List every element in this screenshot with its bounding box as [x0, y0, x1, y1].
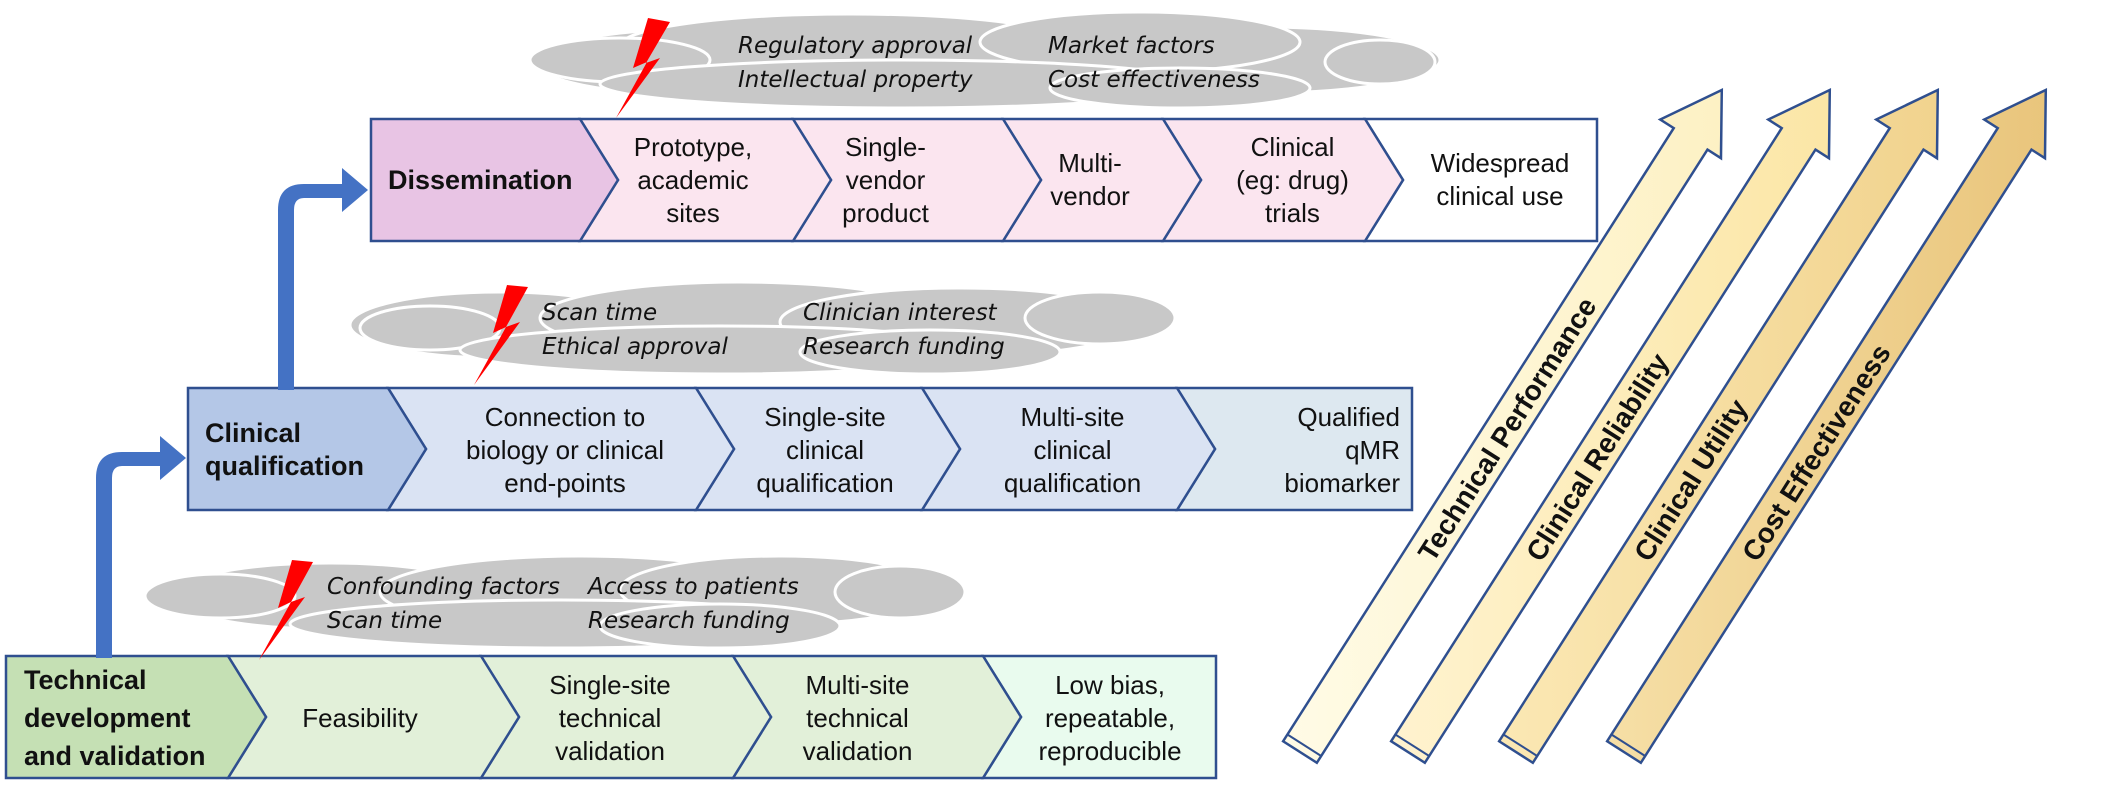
lightning-icon	[616, 18, 670, 118]
step-single-site-clinical-qualification: Single-site clinical qualification	[756, 401, 894, 498]
barrier-text: Access to patients Research funding	[588, 574, 799, 634]
barrier-cloud-technical	[143, 554, 967, 650]
stage-title-technical-development: Technical development and validation	[24, 665, 206, 771]
dimension-arrow	[1389, 87, 1832, 765]
step-clinical-trials: Clinical (eg: drug) trials	[1236, 131, 1349, 228]
dissemination-stage-header	[369, 117, 620, 243]
step-widespread-clinical-use: Widespread clinical use	[1430, 148, 1570, 211]
step-multi-vendor: Multi- vendor	[1050, 148, 1130, 211]
lightning-icon	[474, 285, 528, 385]
step-qualified-qmr-biomarker: Qualified qMR biomarker	[1284, 401, 1400, 498]
barrier-text: Confounding factors Scan time	[327, 574, 560, 634]
step-feasibility: Feasibility	[302, 702, 418, 733]
dimension-arrow	[1497, 87, 1940, 765]
performance-dimension-arrows	[1281, 87, 2048, 765]
step-prototype-academic-sites: Prototype, academic sites	[633, 131, 753, 228]
technical-stage-header	[4, 654, 268, 780]
step-single-vendor-product: Single- vendor product	[842, 131, 929, 228]
connector-arrow-clinical-to-dissemination	[278, 168, 368, 390]
barrier-text: Clinician interest Research funding	[803, 300, 1005, 360]
connector-arrow-technical-to-clinical	[96, 436, 186, 658]
dimension-arrow	[1605, 87, 2048, 765]
dimension-arrow-base-stripe	[1286, 733, 1322, 757]
dimension-arrow-base-stripe	[1394, 733, 1430, 757]
stage-step-rows	[4, 117, 1599, 780]
barrier-text: Regulatory approval Intellectual propert…	[738, 33, 973, 93]
stage-title-dissemination: Dissemination	[388, 164, 573, 195]
barrier-cloud-dissemination	[528, 10, 1442, 110]
step-connection-to-biology: Connection to biology or clinical end-po…	[466, 401, 664, 498]
dimension-arrow	[1281, 87, 1724, 765]
lightning-icon	[259, 560, 313, 660]
barrier-cloud-clinical	[348, 280, 1177, 376]
barrier-text: Scan time Ethical approval	[542, 300, 728, 360]
dimension-arrow-base-stripe	[1610, 733, 1646, 757]
step-multi-site-technical-validation: Multi-site technical validation	[802, 669, 913, 766]
stage-title-clinical-qualification: Clinical qualification	[205, 418, 365, 481]
step-multi-site-clinical-qualification: Multi-site clinical qualification	[1003, 401, 1142, 498]
clinical-stage-header	[186, 386, 428, 512]
barrier-text: Market factors Cost effectiveness	[1048, 33, 1260, 93]
step-low-bias-repeatable-reproducible: Low bias, repeatable, reproducible	[1038, 669, 1182, 766]
step-single-site-technical-validation: Single-site technical validation	[549, 669, 671, 766]
dimension-arrow-base-stripe	[1502, 733, 1538, 757]
